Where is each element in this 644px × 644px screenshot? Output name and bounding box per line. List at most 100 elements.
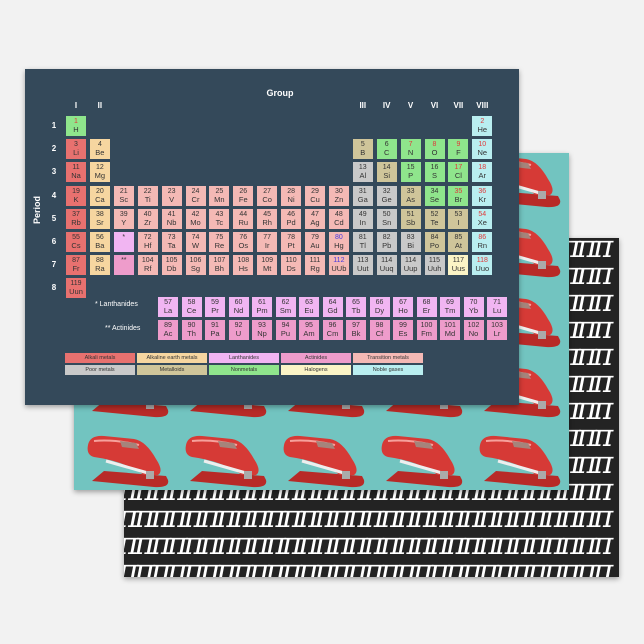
atomic-number: 97 <box>352 322 360 329</box>
atomic-number: 14 <box>382 164 391 172</box>
atomic-number: 26 <box>239 187 248 195</box>
element-symbol: Ac <box>163 329 173 338</box>
atomic-number: 106 <box>189 257 202 265</box>
atomic-number: 17 <box>454 164 463 172</box>
atomic-number: 110 <box>285 257 297 265</box>
element-symbol: Fe <box>238 194 248 204</box>
group-label: IV <box>382 101 391 110</box>
atomic-number: 83 <box>406 234 415 241</box>
element-symbol: Ni <box>287 194 295 204</box>
element-symbol: Es <box>398 329 408 338</box>
pi-pattern-row: ππππππππππππππππππππππππππππππ <box>124 553 613 578</box>
element-symbol: Ga <box>357 194 368 204</box>
atomic-number: 104 <box>141 257 154 265</box>
element-symbol: Pd <box>286 217 296 227</box>
group-label: VI <box>430 101 439 110</box>
atomic-number: 65 <box>352 299 360 306</box>
atomic-number: * <box>122 234 126 241</box>
atomic-number: 75 <box>215 234 224 241</box>
element-symbol: Te <box>430 217 439 227</box>
stapler-image <box>84 431 172 489</box>
group-label: VIII <box>476 101 489 110</box>
element-symbol: Y <box>121 217 127 227</box>
atomic-number: 76 <box>239 234 248 241</box>
element-symbol: Os <box>238 241 249 250</box>
atomic-number: 88 <box>95 257 104 265</box>
element-symbol: Uup <box>403 264 418 274</box>
group-label: III <box>359 101 367 110</box>
element-symbol: U <box>235 329 242 338</box>
atomic-number: 67 <box>399 299 407 306</box>
element-symbol: Uus <box>451 264 466 274</box>
element-symbol: Cf <box>375 329 384 338</box>
atomic-number: 30 <box>334 187 343 195</box>
element-symbol: Ge <box>381 194 392 204</box>
element-symbol: In <box>359 217 366 227</box>
element-symbol: Uuq <box>379 264 394 274</box>
element-symbol: Rg <box>310 264 320 274</box>
element-symbol: Ir <box>264 241 270 250</box>
atomic-number: 19 <box>72 187 80 195</box>
period-label: 2 <box>51 144 57 154</box>
element-symbol: Sg <box>190 264 201 274</box>
atomic-number: 107 <box>213 257 226 265</box>
atomic-number: 60 <box>234 299 243 306</box>
atomic-number: 61 <box>258 299 266 306</box>
element-symbol: N <box>407 148 414 158</box>
element-symbol: W <box>191 241 200 250</box>
legend-item: Alkaline earth metals <box>137 353 207 363</box>
atomic-number: 44 <box>239 210 248 218</box>
element-symbol: Uuo <box>475 264 490 274</box>
element-symbol: P <box>408 171 414 181</box>
element-symbol: Bk <box>351 329 361 338</box>
atomic-number: 96 <box>328 322 337 329</box>
actinides-label: ** Actinides <box>105 325 141 332</box>
atomic-number: 68 <box>422 299 431 306</box>
atomic-number: 77 <box>263 234 272 241</box>
atomic-number: 9 <box>456 141 461 149</box>
element-symbol: Cm <box>326 329 339 338</box>
atomic-number: 33 <box>406 187 415 195</box>
atomic-number: 114 <box>405 257 417 265</box>
series-placeholder: * <box>113 232 134 252</box>
group-label: I <box>74 101 78 110</box>
element-symbol: Rf <box>143 264 152 274</box>
atomic-number: 99 <box>399 322 407 329</box>
element-symbol: Re <box>214 241 225 250</box>
atomic-number: 85 <box>454 234 463 241</box>
element-symbol: Th <box>187 329 196 338</box>
atomic-number: 28 <box>287 187 295 195</box>
